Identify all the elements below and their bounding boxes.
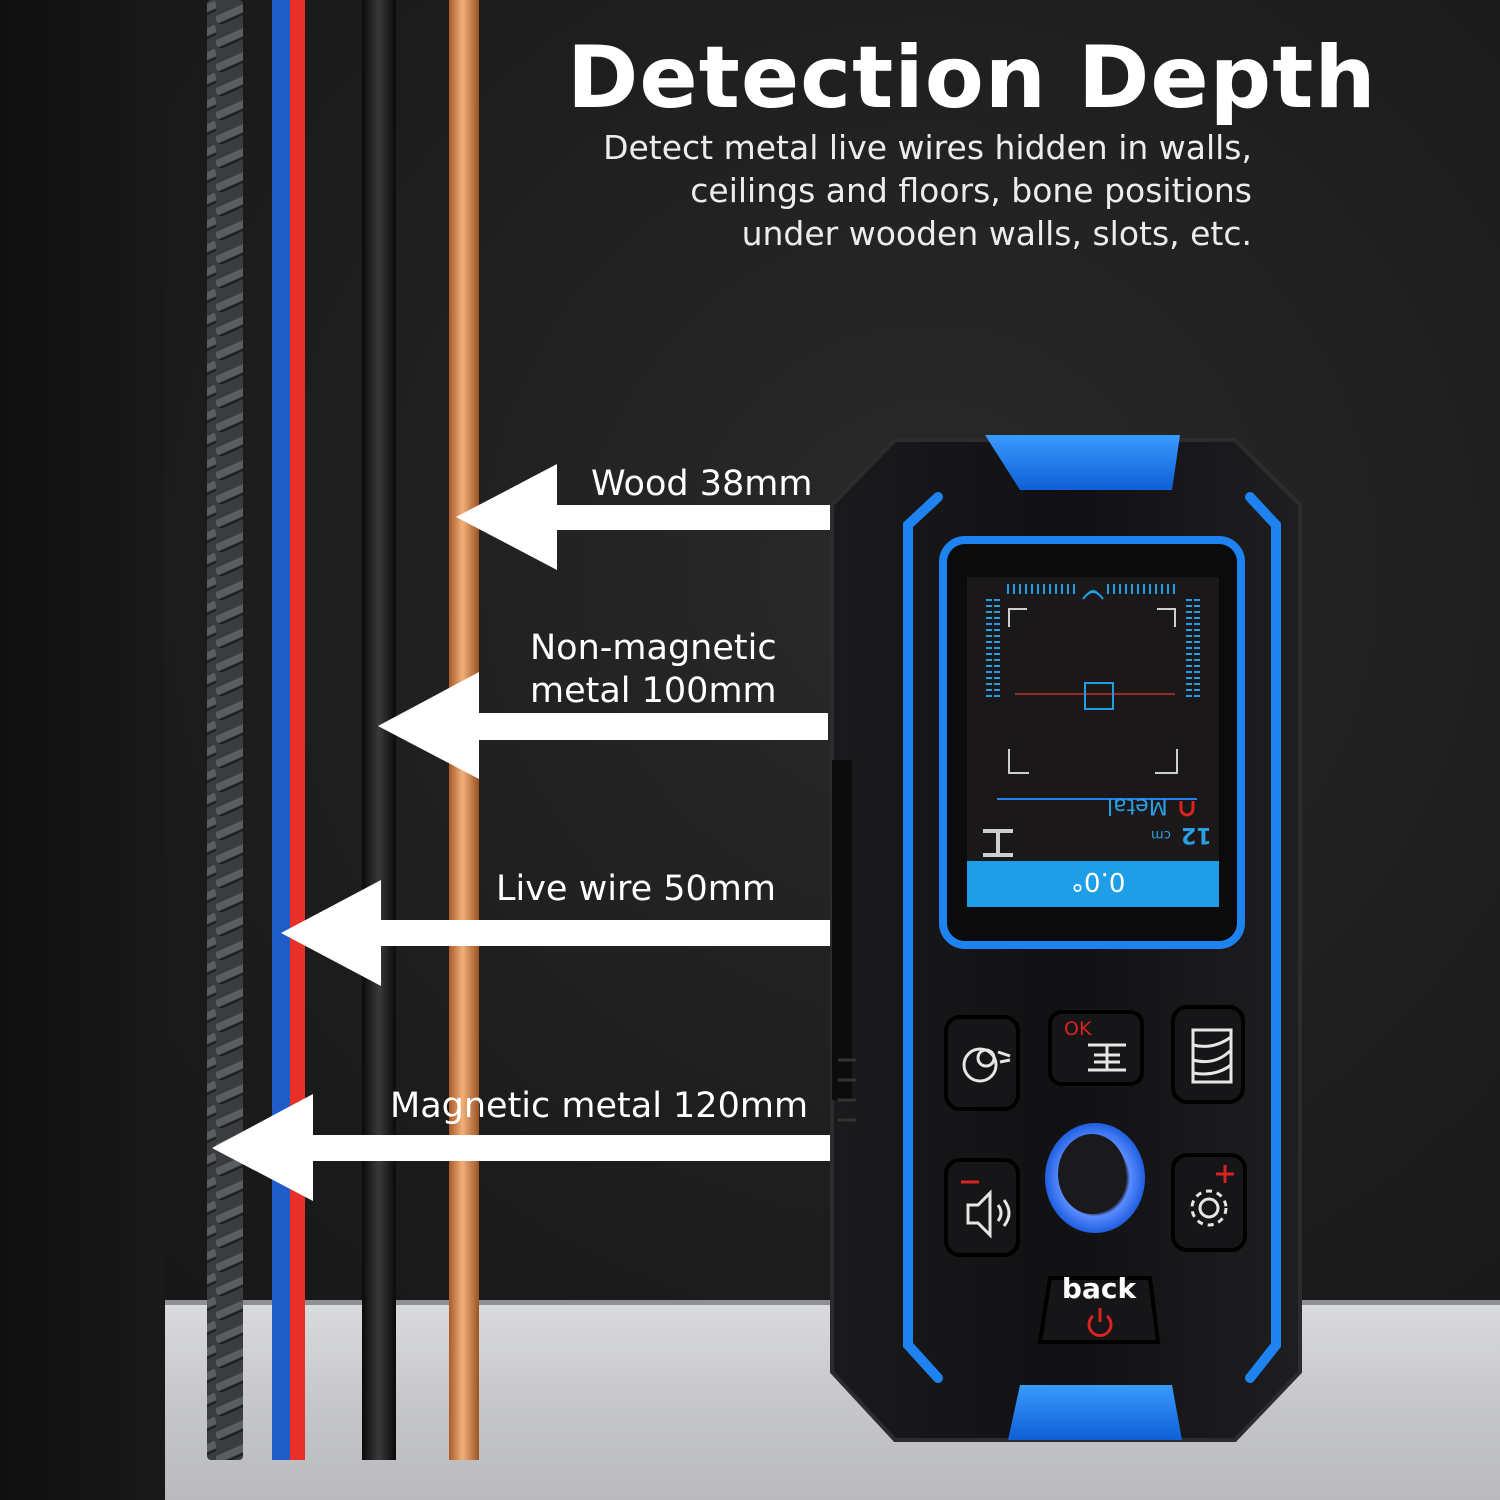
depth-unit: cm	[1151, 827, 1171, 842]
description: Detect metal live wires hidden in walls,…	[552, 126, 1252, 255]
metal-beam-icon	[1088, 1043, 1126, 1072]
settings-plus-button[interactable]	[1173, 1155, 1245, 1250]
arrow-magnetic	[212, 1094, 838, 1201]
signal-icon	[1082, 590, 1104, 600]
headline: Detection Depth	[567, 28, 1377, 128]
screen-status-bar: 0.0°	[967, 861, 1219, 907]
volume-minus-button[interactable]	[946, 1160, 1018, 1255]
volume-icon	[966, 1189, 1011, 1239]
back-label: back	[1061, 1272, 1137, 1305]
arrow-wood	[456, 464, 832, 570]
angle-readout: 0.0°	[1071, 866, 1126, 896]
wall-shadow	[0, 0, 165, 1500]
lcd-screen: 0.0° Metal 12 cm	[967, 577, 1219, 907]
target-box	[1084, 682, 1114, 710]
description-line: ceilings and floors, bone positions	[690, 171, 1252, 210]
ok-label: OK	[1064, 1018, 1092, 1040]
red-cable	[290, 0, 305, 1460]
plus-icon	[1216, 1165, 1234, 1183]
label-magnetic: Magnetic metal 120mm	[390, 1086, 809, 1126]
depth-readout: 12	[1181, 822, 1212, 847]
power-icon	[1087, 1308, 1113, 1337]
label-live-wire: Live wire 50mm	[496, 869, 776, 909]
label-non-magnetic-line1: Non-magnetic	[530, 628, 777, 668]
label-wood: Wood 38mm	[591, 464, 813, 504]
description-line: Detect metal live wires hidden in walls,	[603, 128, 1252, 167]
arrow-live-wire	[281, 880, 840, 986]
mode-label: Metal	[1107, 793, 1168, 818]
wire-detect-button[interactable]	[946, 1017, 1018, 1109]
metal-beam-icon	[983, 829, 1013, 857]
back-power-button[interactable]: back	[1040, 1272, 1158, 1342]
magnet-icon	[1179, 801, 1195, 817]
rebar	[207, 0, 243, 1460]
label-non-magnetic-line2: metal 100mm	[530, 671, 777, 711]
wood-grain-icon	[1191, 1028, 1233, 1084]
blue-cable	[272, 0, 290, 1460]
gear-icon	[1190, 1189, 1228, 1227]
arrow-non-magnetic	[378, 672, 828, 779]
wire-detect-icon	[962, 1047, 1011, 1083]
description-line: under wooden walls, slots, etc.	[741, 214, 1252, 253]
lcd-graphics	[982, 584, 1202, 893]
wood-mode-button[interactable]	[1173, 1007, 1243, 1102]
